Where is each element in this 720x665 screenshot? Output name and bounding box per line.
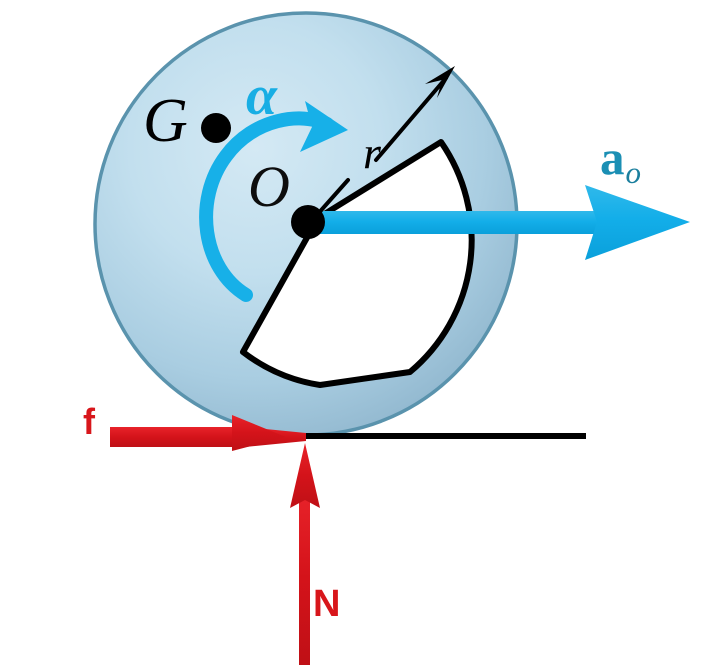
radius-arrow (314, 66, 455, 218)
radius-line-lower (314, 178, 350, 218)
sector-cutout (240, 139, 475, 388)
label-normal-force: N (313, 583, 341, 625)
label-radius: r (363, 127, 381, 178)
normal-arrow (290, 443, 320, 665)
point-O-marker (291, 205, 325, 239)
friction-arrow (110, 415, 306, 451)
label-center-point: O (248, 154, 290, 219)
label-center-of-gravity: G (143, 87, 188, 155)
label-angular-acceleration: α (246, 65, 277, 127)
radius-line-upper (374, 76, 448, 162)
normal-arrow-head (290, 443, 320, 508)
angular-arrow-head (300, 101, 348, 152)
label-acceleration-subscript: o (625, 154, 642, 190)
label-friction-force: f (83, 401, 95, 442)
acceleration-arrow-shaft (306, 211, 602, 234)
angular-acceleration-arrow (199, 101, 348, 302)
label-acceleration-symbol: a (600, 130, 625, 185)
angular-arc (199, 111, 334, 302)
radius-arrow-head (425, 66, 455, 98)
label-acceleration: ao (600, 133, 641, 188)
friction-arrow-head (232, 415, 286, 451)
acceleration-arrow-head (585, 185, 690, 260)
normal-arrow-shaft (299, 490, 310, 665)
point-G-marker (201, 113, 231, 143)
acceleration-arrow (306, 185, 690, 260)
